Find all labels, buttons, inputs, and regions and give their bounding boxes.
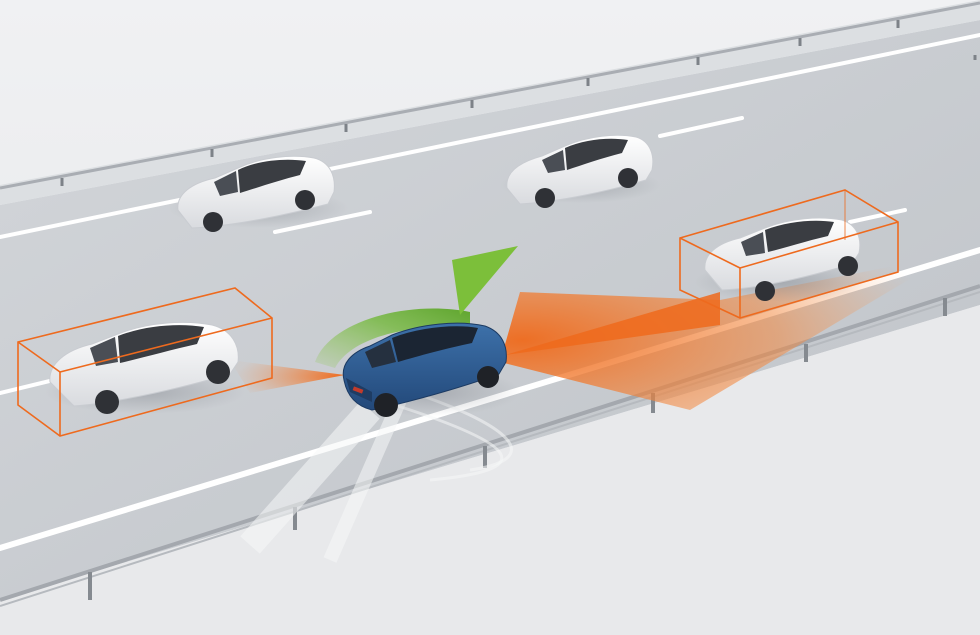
traffic-far-center: [500, 134, 660, 208]
upper-shoulder: [0, 0, 980, 205]
sensor-cone-forward: [505, 292, 720, 355]
lane-change-arrow-icon: [315, 246, 518, 368]
ego-vehicle: [340, 322, 520, 417]
target-rear-left: [45, 321, 245, 414]
traffic-far-left: [168, 155, 348, 232]
detection-box-rear-left: [17, 287, 273, 437]
target-front-right: [695, 217, 865, 302]
sensor-cone-rear: [230, 360, 345, 393]
detection-box-icon: [679, 189, 899, 319]
upper-guardrail: [0, 1, 980, 190]
